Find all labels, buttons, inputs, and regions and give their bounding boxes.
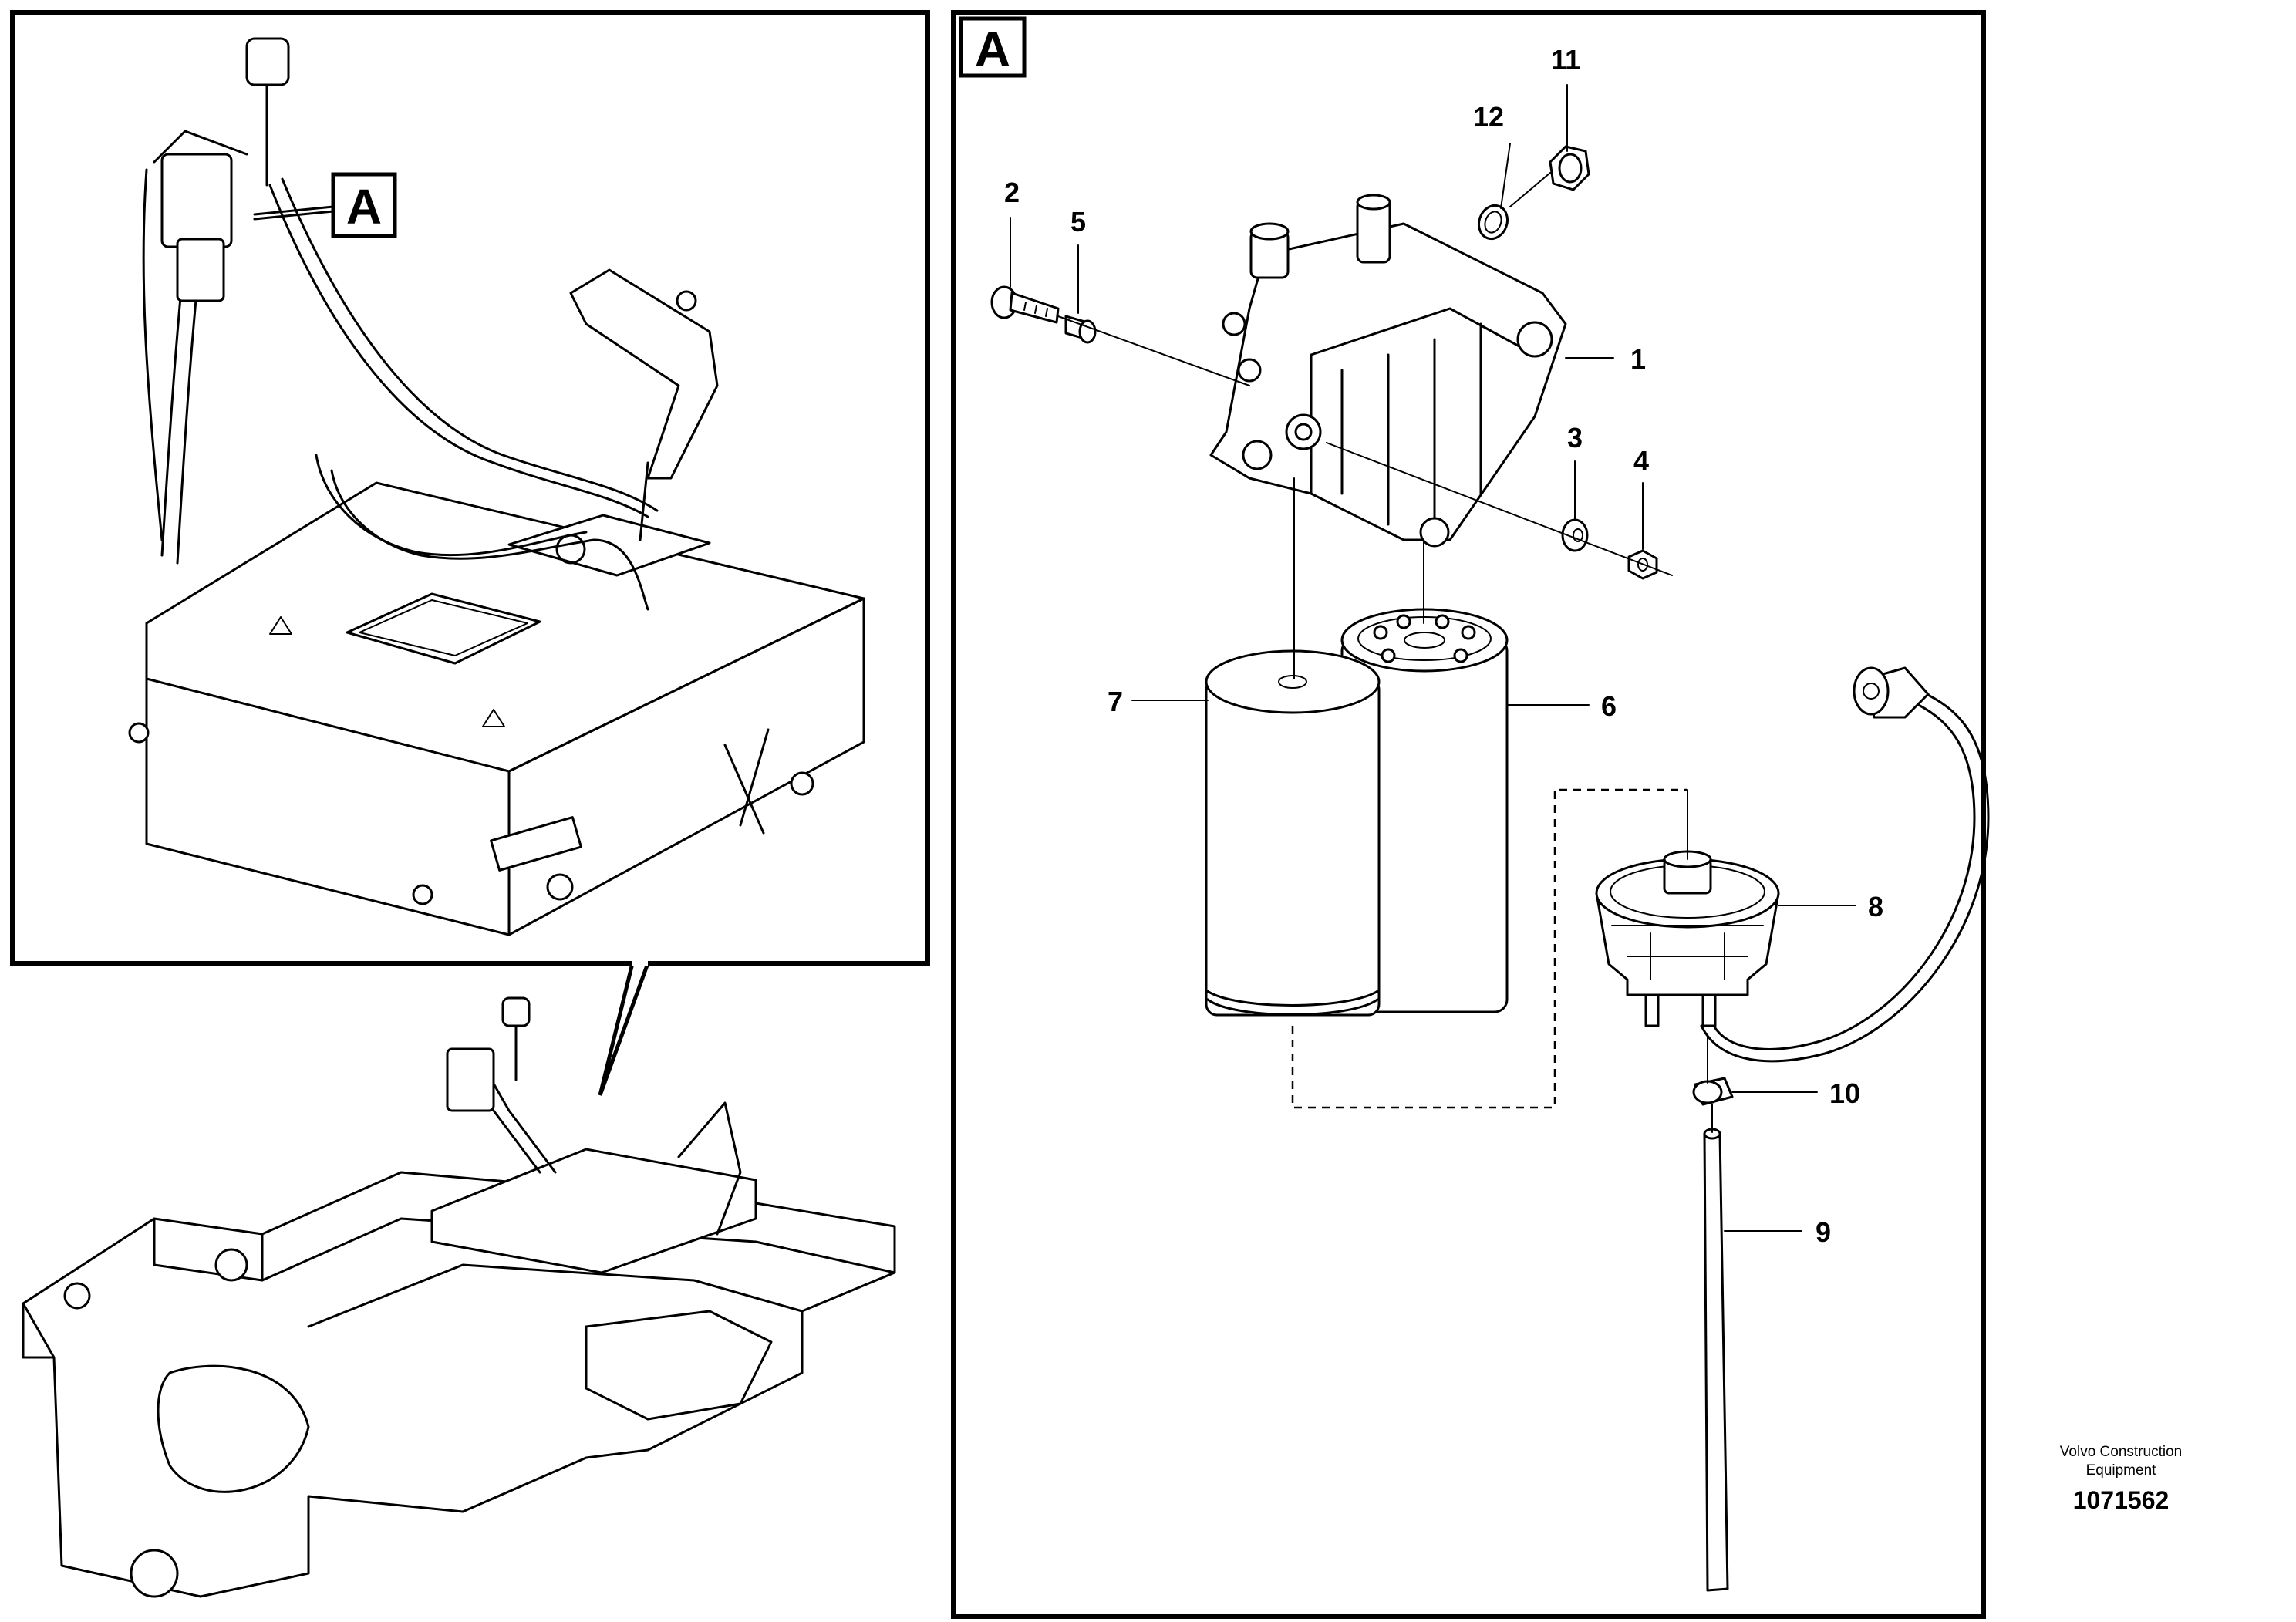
brand-line-2: Equipment (2086, 1462, 2157, 1479)
callout-4: 4 (1633, 445, 1649, 477)
fuel-lines-drawing (142, 37, 719, 611)
part-plug (1549, 145, 1590, 191)
overview-leader: A (253, 172, 397, 238)
callout-1: 1 (1630, 343, 1646, 375)
callout-8: 8 (1868, 891, 1883, 922)
assembly-axis-lines (1057, 172, 1713, 1133)
overview-detail-panel (10, 10, 930, 1096)
part-filter-6 (1340, 608, 1509, 1013)
part-water-separator (1595, 850, 1780, 1027)
machine-chassis-drawing (22, 996, 896, 1598)
callout-9: 9 (1816, 1216, 1831, 1248)
part-filter-head (1209, 194, 1567, 548)
fuel-tank-drawing (128, 481, 865, 936)
view-label: A (975, 22, 1010, 77)
overview-label: A (346, 179, 382, 234)
part-hose (1703, 1128, 1729, 1592)
brand-line-1: Volvo Construction (2060, 1444, 2182, 1460)
leader-lines (1010, 84, 1856, 1232)
callout-2: 2 (1004, 177, 1020, 208)
callout-5: 5 (1070, 206, 1086, 238)
part-filter-7 (1205, 649, 1381, 1017)
part-bolt (990, 285, 1060, 324)
part-sensor-cable (1700, 666, 1990, 1063)
document-number: 1071562 (2073, 1486, 2170, 1514)
part-hose-clamp (1692, 1077, 1734, 1106)
part-spacer (1064, 315, 1097, 344)
part-o-ring (1477, 204, 1509, 241)
callout-3: 3 (1567, 422, 1583, 454)
callout-7: 7 (1108, 686, 1123, 717)
callout-12: 12 (1473, 101, 1504, 133)
callout-10: 10 (1829, 1077, 1860, 1109)
callout-11: 11 (1551, 44, 1580, 76)
callout-6: 6 (1601, 690, 1617, 722)
title-block: Volvo Construction Equipment 1071562 (2060, 1444, 2182, 1514)
exploded-view-panel: A (951, 10, 1986, 1619)
callout-numbers: 1 2 3 4 5 6 7 8 9 10 11 12 (1004, 44, 1883, 1248)
